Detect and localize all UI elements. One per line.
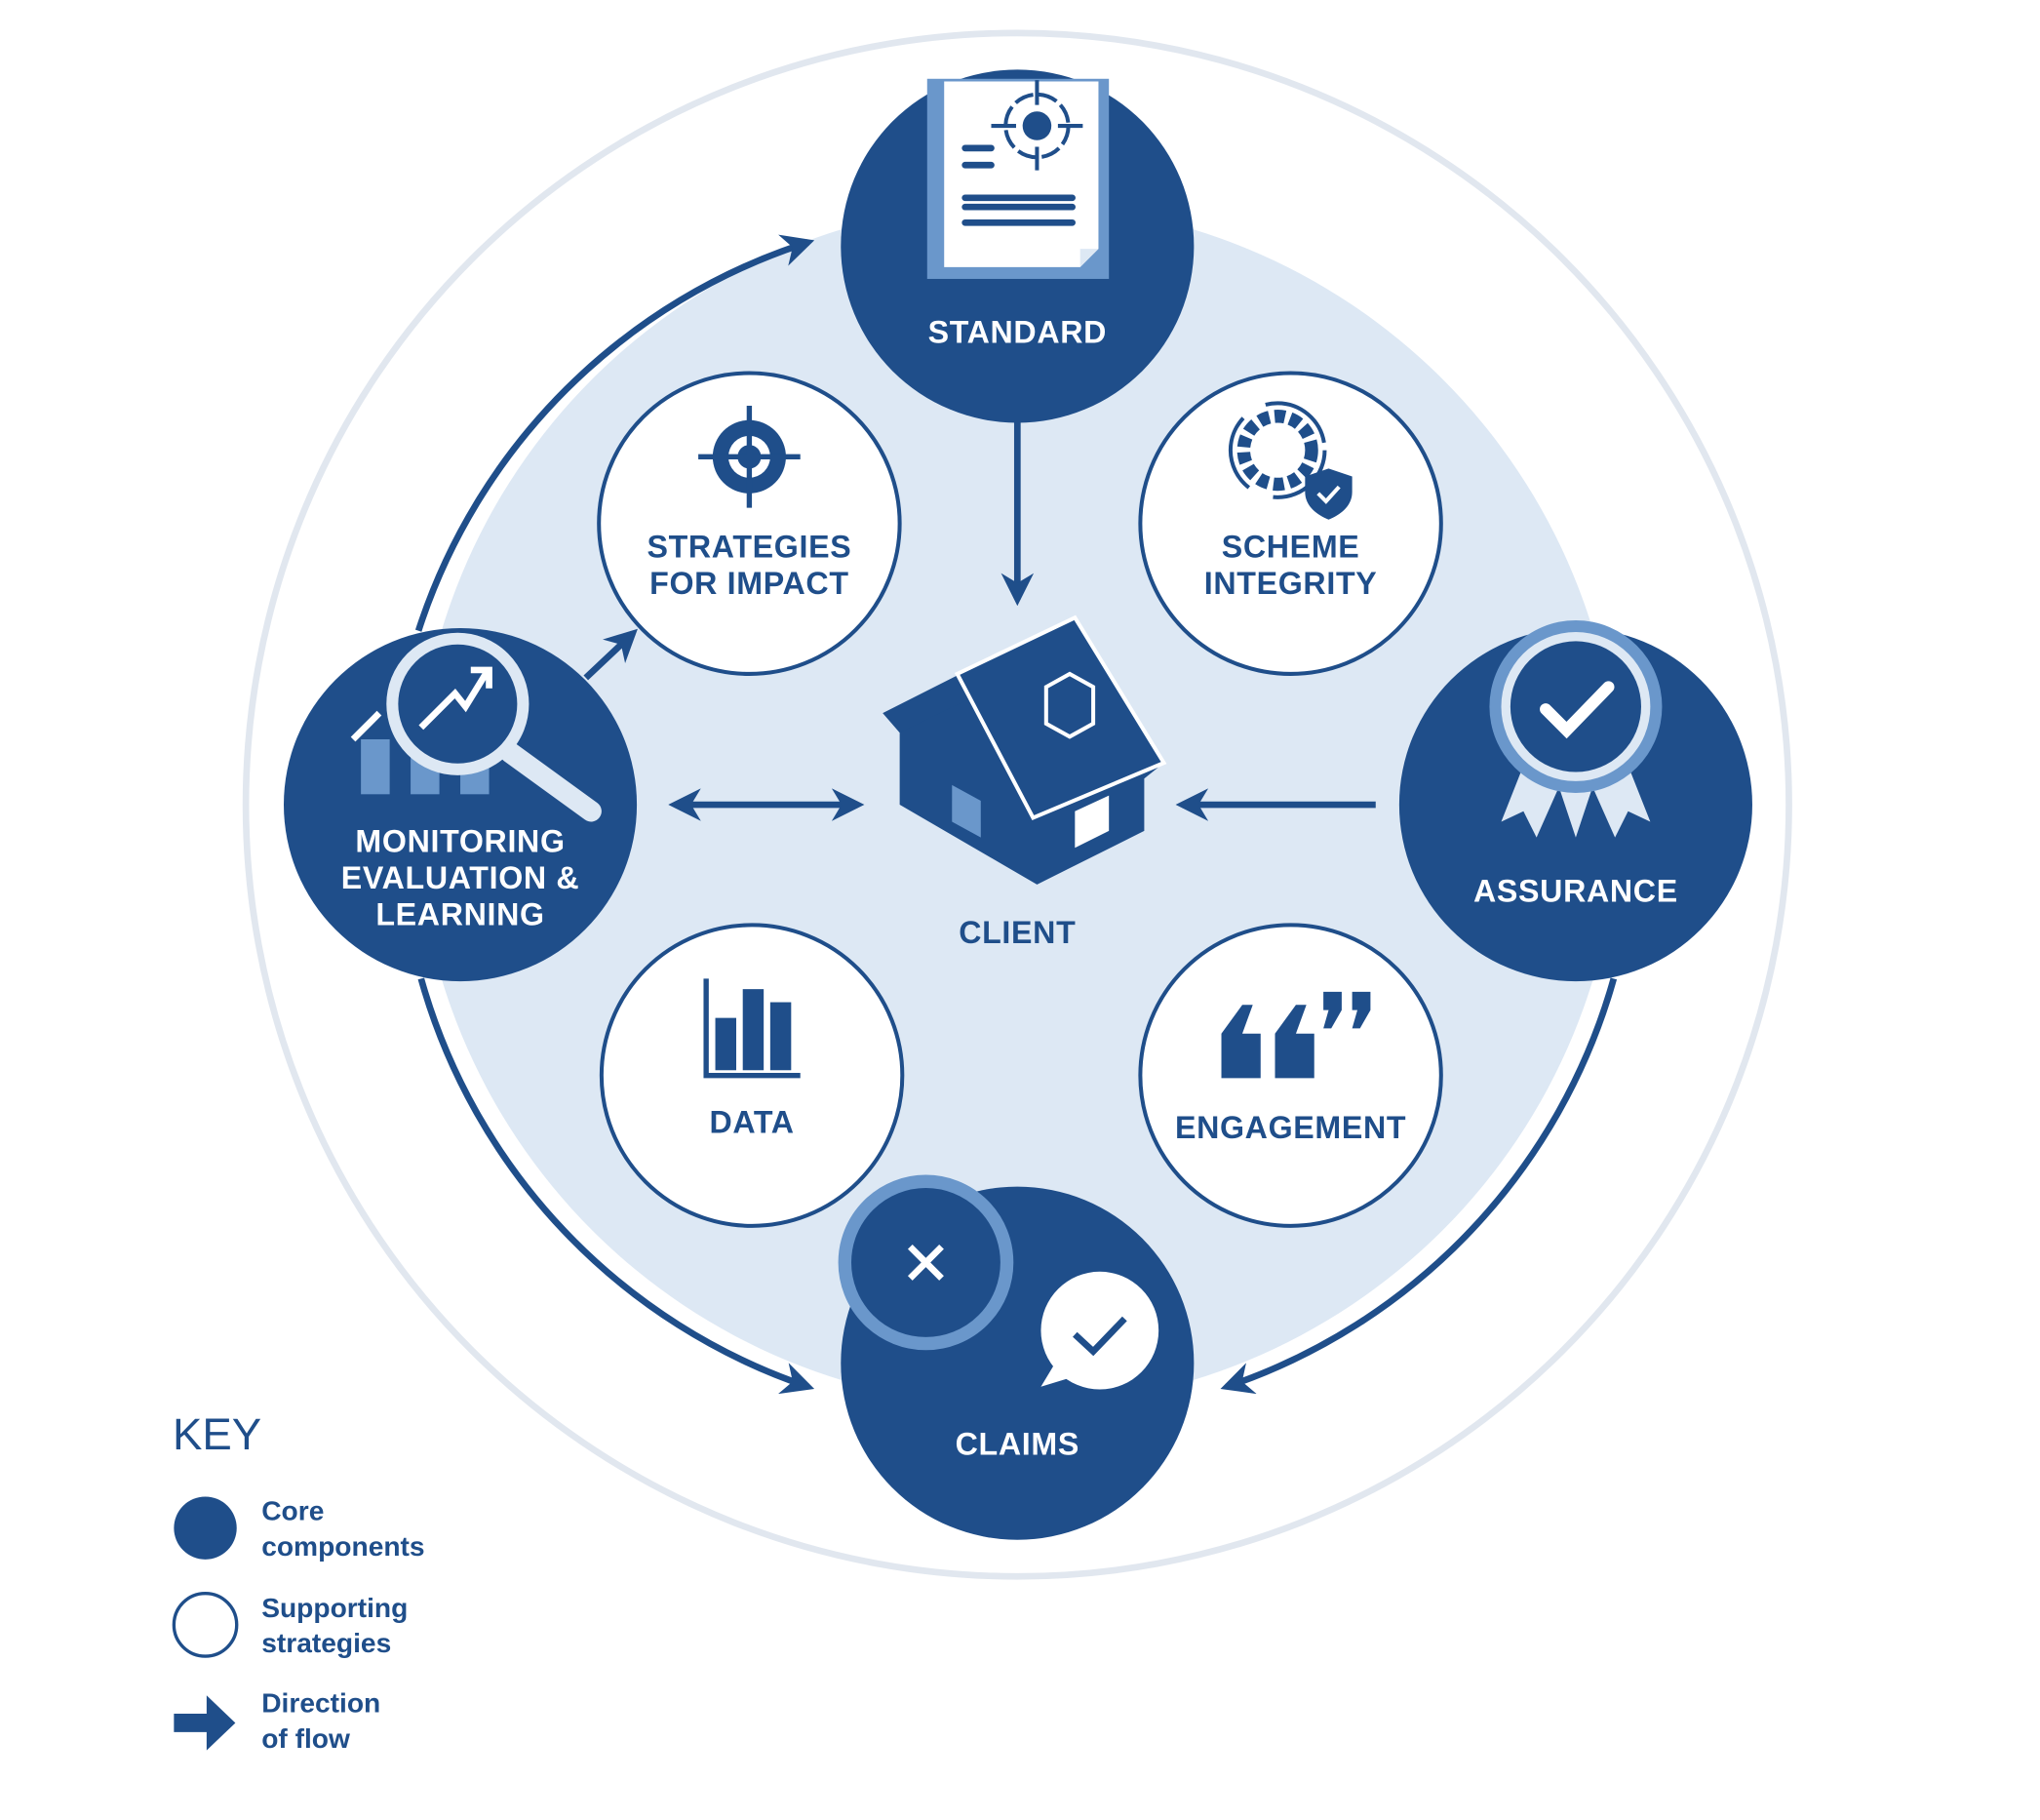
arrow-monitoring-to-strategies bbox=[583, 628, 638, 681]
flow-arc-monitoring-to-standard bbox=[414, 234, 815, 632]
monitoring-label-line1: MONITORING bbox=[355, 823, 565, 858]
legend-core-swatch bbox=[174, 1496, 237, 1560]
document-target-icon bbox=[926, 78, 1110, 279]
monitoring-label-line3: LEARNING bbox=[375, 896, 544, 931]
award-badge-icon bbox=[1489, 619, 1663, 838]
legend: KEY Core components Supporting strategie… bbox=[172, 1409, 425, 1754]
gear-shield-icon bbox=[1228, 401, 1353, 520]
magnifier-chart-icon bbox=[350, 632, 602, 822]
strategies-label-line2: FOR IMPACT bbox=[649, 566, 848, 601]
speech-bubbles-icon bbox=[838, 1174, 1159, 1390]
legend-flow-line1: Direction bbox=[261, 1688, 380, 1719]
bar-chart-icon bbox=[703, 978, 801, 1079]
quote-icon bbox=[1221, 991, 1371, 1079]
core-standard: STANDARD bbox=[841, 69, 1195, 423]
supporting-engagement: ENGAGEMENT bbox=[1138, 923, 1443, 1228]
legend-flow-arrow-icon bbox=[174, 1695, 236, 1751]
client-label: CLIENT bbox=[959, 915, 1076, 950]
claims-label: CLAIMS bbox=[956, 1427, 1079, 1462]
legend-core-line1: Core bbox=[261, 1496, 324, 1526]
flow-arc-monitoring-to-claims bbox=[417, 977, 815, 1395]
core-assurance: ASSURANCE bbox=[1398, 619, 1752, 982]
engagement-label: ENGAGEMENT bbox=[1175, 1110, 1406, 1145]
legend-supporting-line1: Supporting bbox=[261, 1593, 408, 1623]
supporting-strategies-for-impact: STRATEGIES FOR IMPACT bbox=[597, 371, 902, 676]
house-icon bbox=[883, 614, 1167, 885]
flow-arc-assurance-to-claims bbox=[1220, 977, 1618, 1395]
monitoring-label-line2: EVALUATION & bbox=[341, 860, 580, 895]
scheme-label-line1: SCHEME bbox=[1222, 530, 1360, 565]
legend-title: KEY bbox=[173, 1409, 261, 1459]
target-icon bbox=[698, 406, 801, 508]
legend-supporting-swatch bbox=[172, 1592, 239, 1658]
scheme-label-line2: INTEGRITY bbox=[1204, 566, 1378, 601]
core-claims: CLAIMS bbox=[838, 1174, 1195, 1540]
assurance-label: ASSURANCE bbox=[1473, 873, 1678, 908]
legend-flow-line2: of flow bbox=[261, 1723, 350, 1754]
supporting-data: DATA bbox=[599, 923, 905, 1228]
standard-label: STANDARD bbox=[928, 315, 1108, 350]
core-monitoring: MONITORING EVALUATION & LEARNING bbox=[284, 628, 638, 982]
data-label: DATA bbox=[709, 1105, 794, 1140]
legend-supporting-line2: strategies bbox=[261, 1628, 391, 1658]
supporting-scheme-integrity: SCHEME INTEGRITY bbox=[1138, 371, 1443, 676]
strategies-label-line1: STRATEGIES bbox=[647, 530, 851, 565]
legend-core-line2: components bbox=[261, 1531, 424, 1562]
outer-ring bbox=[242, 29, 1792, 1580]
